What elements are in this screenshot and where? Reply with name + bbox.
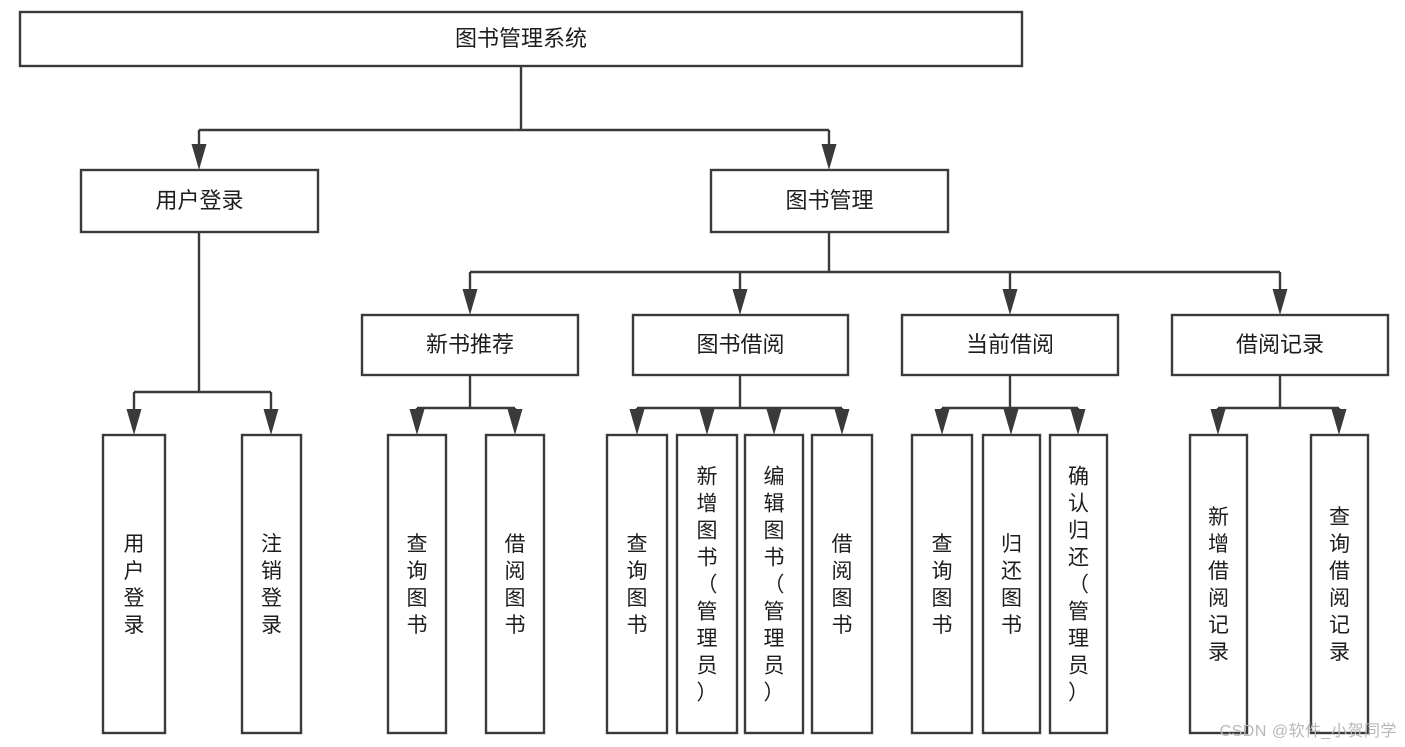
node-user-login[interactable]: 用户登录 xyxy=(79,168,320,234)
node-leaf-user-login-box[interactable] xyxy=(101,433,167,735)
node-leaf-user-login[interactable]: 用户登录 xyxy=(101,433,167,735)
connector-new-book-recommend-to-leaves xyxy=(409,375,523,435)
node-root-label: 图书管理系统 xyxy=(455,26,587,51)
node-leaf-borrow-borrow-book[interactable]: 借阅图书 xyxy=(810,433,874,735)
node-new-book-recommend[interactable]: 新书推荐 xyxy=(360,313,580,377)
node-leaf-borrow-add-book-box[interactable] xyxy=(675,433,739,735)
nodes-layer: 图书管理系统用户登录图书管理新书推荐图书借阅当前借阅借阅记录用户登录注销登录查询… xyxy=(18,10,1390,735)
node-root[interactable]: 图书管理系统 xyxy=(18,10,1024,68)
node-book-manage-label: 图书管理 xyxy=(785,188,873,213)
node-leaf-borrow-add-book-label: 新增图书（管理员） xyxy=(697,466,718,705)
node-leaf-cur-confirm-return-box[interactable] xyxy=(1048,433,1109,735)
node-leaf-rec-query-book-box[interactable] xyxy=(386,433,448,735)
node-leaf-cur-confirm-return-label: 确认归还（管理员） xyxy=(1068,466,1089,705)
node-leaf-cur-return-book-label: 归还图书 xyxy=(1001,533,1022,637)
node-leaf-user-login-label: 用户登录 xyxy=(124,533,145,637)
node-borrow-record-box[interactable] xyxy=(1170,313,1390,377)
node-leaf-borrow-borrow-book-box[interactable] xyxy=(810,433,874,735)
node-leaf-rec-add-record[interactable]: 新增借阅记录 xyxy=(1188,433,1249,735)
node-leaf-rec-query-book-label: 查询图书 xyxy=(407,533,428,637)
node-leaf-borrow-edit-book-box[interactable] xyxy=(743,433,805,735)
node-leaf-rec-query-book[interactable]: 查询图书 xyxy=(386,433,448,735)
connector-book-manage-to-level3 xyxy=(462,232,1288,315)
node-leaf-borrow-query-book-label: 查询图书 xyxy=(627,533,648,637)
node-new-book-recommend-box[interactable] xyxy=(360,313,580,377)
connector-book-borrow-to-leaves xyxy=(629,375,850,435)
node-leaf-rec-borrow-book-box[interactable] xyxy=(484,433,546,735)
node-leaf-cur-confirm-return[interactable]: 确认归还（管理员） xyxy=(1048,433,1109,735)
node-user-login-box[interactable] xyxy=(79,168,320,234)
node-leaf-rec-borrow-book[interactable]: 借阅图书 xyxy=(484,433,546,735)
node-leaf-rec-add-record-box[interactable] xyxy=(1188,433,1249,735)
connector-user-login-to-leaves xyxy=(126,232,279,435)
node-leaf-cur-query-book-box[interactable] xyxy=(910,433,974,735)
connector-root-to-level2 xyxy=(191,66,837,170)
node-leaf-borrow-edit-book-label: 编辑图书（管理员） xyxy=(764,466,785,705)
node-leaf-borrow-borrow-book-label: 借阅图书 xyxy=(832,533,853,637)
node-leaf-user-logout-box[interactable] xyxy=(240,433,303,735)
node-borrow-record-label: 借阅记录 xyxy=(1236,332,1324,357)
node-leaf-cur-query-book-label: 查询图书 xyxy=(932,533,953,637)
node-book-manage-box[interactable] xyxy=(709,168,950,234)
node-book-borrow-box[interactable] xyxy=(631,313,850,377)
node-leaf-rec-query-record-box[interactable] xyxy=(1309,433,1370,735)
connector-current-borrow-to-leaves xyxy=(934,375,1086,435)
node-book-borrow-label: 图书借阅 xyxy=(696,332,784,357)
node-leaf-cur-return-book[interactable]: 归还图书 xyxy=(981,433,1042,735)
connector-borrow-record-to-leaves xyxy=(1210,375,1347,435)
node-leaf-borrow-edit-book[interactable]: 编辑图书（管理员） xyxy=(743,433,805,735)
node-leaf-cur-return-book-box[interactable] xyxy=(981,433,1042,735)
node-leaf-rec-add-record-label: 新增借阅记录 xyxy=(1208,506,1229,664)
node-leaf-user-logout-label: 注销登录 xyxy=(261,533,282,637)
node-leaf-borrow-add-book[interactable]: 新增图书（管理员） xyxy=(675,433,739,735)
node-leaf-user-logout[interactable]: 注销登录 xyxy=(240,433,303,735)
node-leaf-borrow-query-book-box[interactable] xyxy=(605,433,669,735)
node-root-box[interactable] xyxy=(18,10,1024,68)
node-leaf-rec-query-record-label: 查询借阅记录 xyxy=(1329,506,1350,664)
node-leaf-rec-query-record[interactable]: 查询借阅记录 xyxy=(1309,433,1370,735)
node-current-borrow-box[interactable] xyxy=(900,313,1120,377)
node-borrow-record[interactable]: 借阅记录 xyxy=(1170,313,1390,377)
node-book-borrow[interactable]: 图书借阅 xyxy=(631,313,850,377)
node-leaf-rec-borrow-book-label: 借阅图书 xyxy=(505,533,526,637)
node-new-book-recommend-label: 新书推荐 xyxy=(426,332,514,357)
node-user-login-label: 用户登录 xyxy=(155,188,243,213)
node-book-manage[interactable]: 图书管理 xyxy=(709,168,950,234)
connectors-layer xyxy=(126,66,1347,435)
node-current-borrow[interactable]: 当前借阅 xyxy=(900,313,1120,377)
node-leaf-borrow-query-book[interactable]: 查询图书 xyxy=(605,433,669,735)
node-current-borrow-label: 当前借阅 xyxy=(966,332,1054,357)
node-leaf-cur-query-book[interactable]: 查询图书 xyxy=(910,433,974,735)
